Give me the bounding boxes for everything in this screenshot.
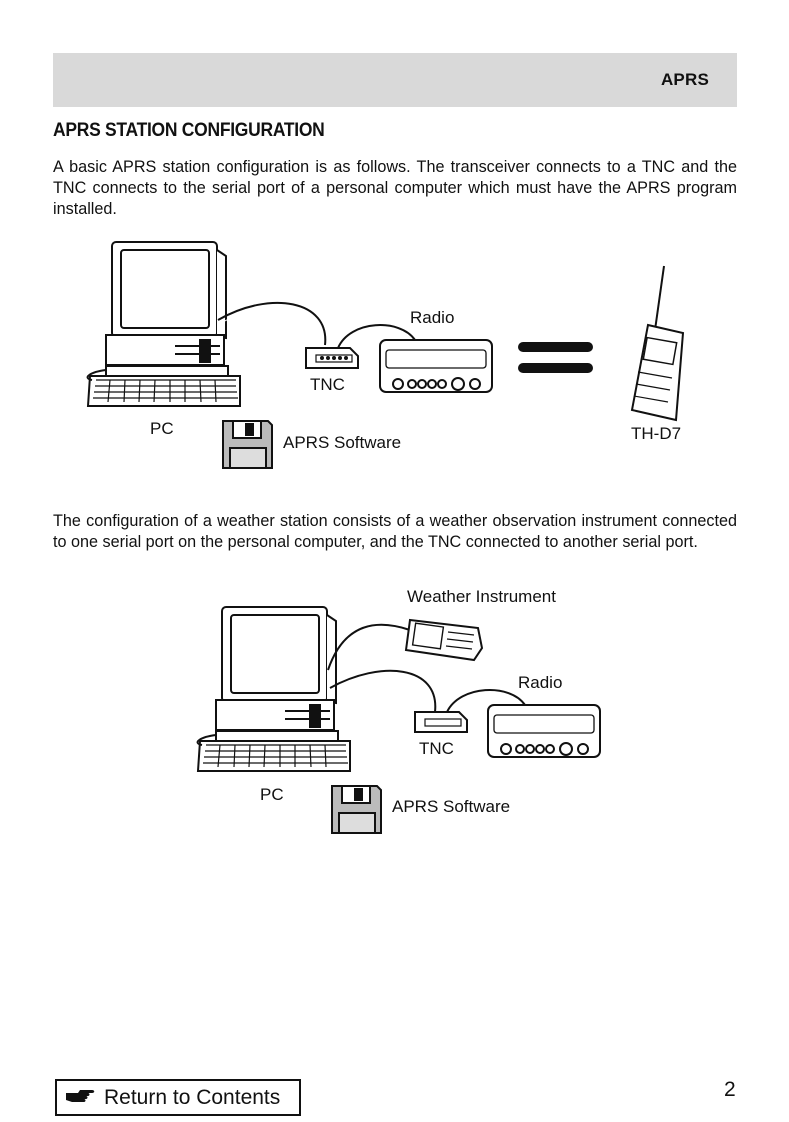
cable-tnc-to-radio	[446, 688, 526, 713]
radio-label: Radio	[410, 308, 455, 327]
radio-illustration	[487, 704, 601, 758]
page-title: APRS STATION CONFIGURATION	[53, 120, 325, 141]
handheld-label: TH-D7	[631, 424, 682, 443]
weather-instrument-illustration	[404, 618, 484, 662]
intro-paragraph: A basic APRS station configuration is as…	[53, 158, 737, 218]
software-label: APRS Software	[283, 433, 402, 452]
tnc-label: TNC	[310, 375, 345, 394]
pc-illustration	[86, 241, 241, 407]
weather-instrument-label: Weather Instrument	[407, 587, 556, 606]
cable-pc-to-tnc	[329, 669, 437, 713]
floppy-disk-illustration	[331, 785, 382, 834]
handheld-illustration	[630, 265, 685, 422]
cable-pc-to-tnc	[217, 301, 327, 346]
pc-label: PC	[260, 785, 284, 804]
equivalence-sign	[518, 342, 593, 373]
section-header-bar: APRS	[53, 53, 737, 107]
floppy-disk-illustration	[222, 420, 273, 469]
radio-label: Radio	[518, 673, 563, 692]
page-number: 2	[724, 1078, 736, 1101]
tnc-illustration	[414, 711, 468, 733]
weather-paragraph: The configuration of a weather station c…	[53, 512, 737, 551]
return-to-contents-button[interactable]: Return to Contents	[55, 1079, 301, 1116]
return-to-contents-label: Return to Contents	[104, 1085, 281, 1109]
tnc-label: TNC	[419, 739, 454, 758]
pointing-hand-icon	[64, 1086, 96, 1110]
section-title: APRS	[660, 70, 709, 89]
tnc-illustration	[305, 347, 359, 369]
radio-illustration	[379, 339, 493, 393]
pc-illustration	[196, 606, 351, 772]
cable-tnc-to-radio	[337, 324, 416, 349]
software-label: APRS Software	[392, 797, 511, 816]
pc-label: PC	[150, 419, 174, 438]
cable-pc-to-weather	[327, 623, 411, 671]
